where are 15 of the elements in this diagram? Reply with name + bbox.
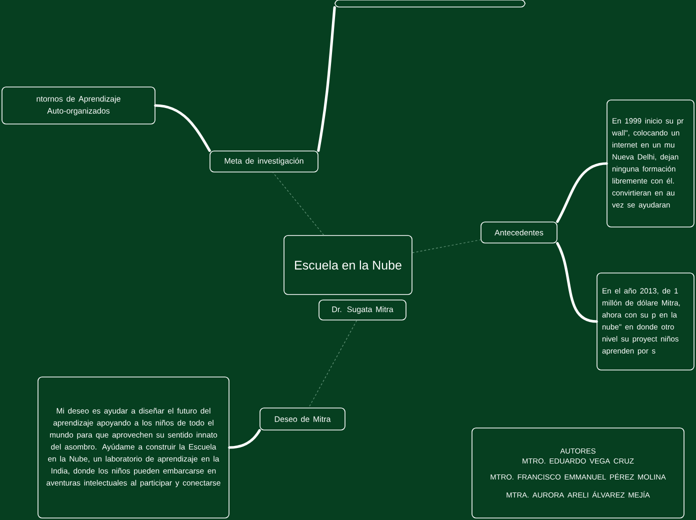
branch-line [556, 242, 598, 323]
dashed-connector [412, 239, 481, 254]
branch-line [556, 162, 608, 223]
branch-line [228, 429, 261, 449]
central-topic-box: Escuela en la Nube [284, 235, 412, 295]
subtopic-box: Dr. Sugata Mitra [318, 300, 406, 320]
subtopic-box: Meta de investigación [210, 150, 318, 172]
branch-line [317, 6, 336, 152]
branch-line [154, 104, 211, 152]
topic-box: ntornos de Aprendizaje Auto-organizados [2, 86, 156, 124]
dashed-connector [308, 320, 358, 408]
subtopic-box: Antecedentes [480, 222, 558, 244]
topic-box [334, 0, 526, 8]
dashed-connector [272, 172, 324, 236]
subtopic-box: Deseo de Mitra [260, 408, 346, 430]
